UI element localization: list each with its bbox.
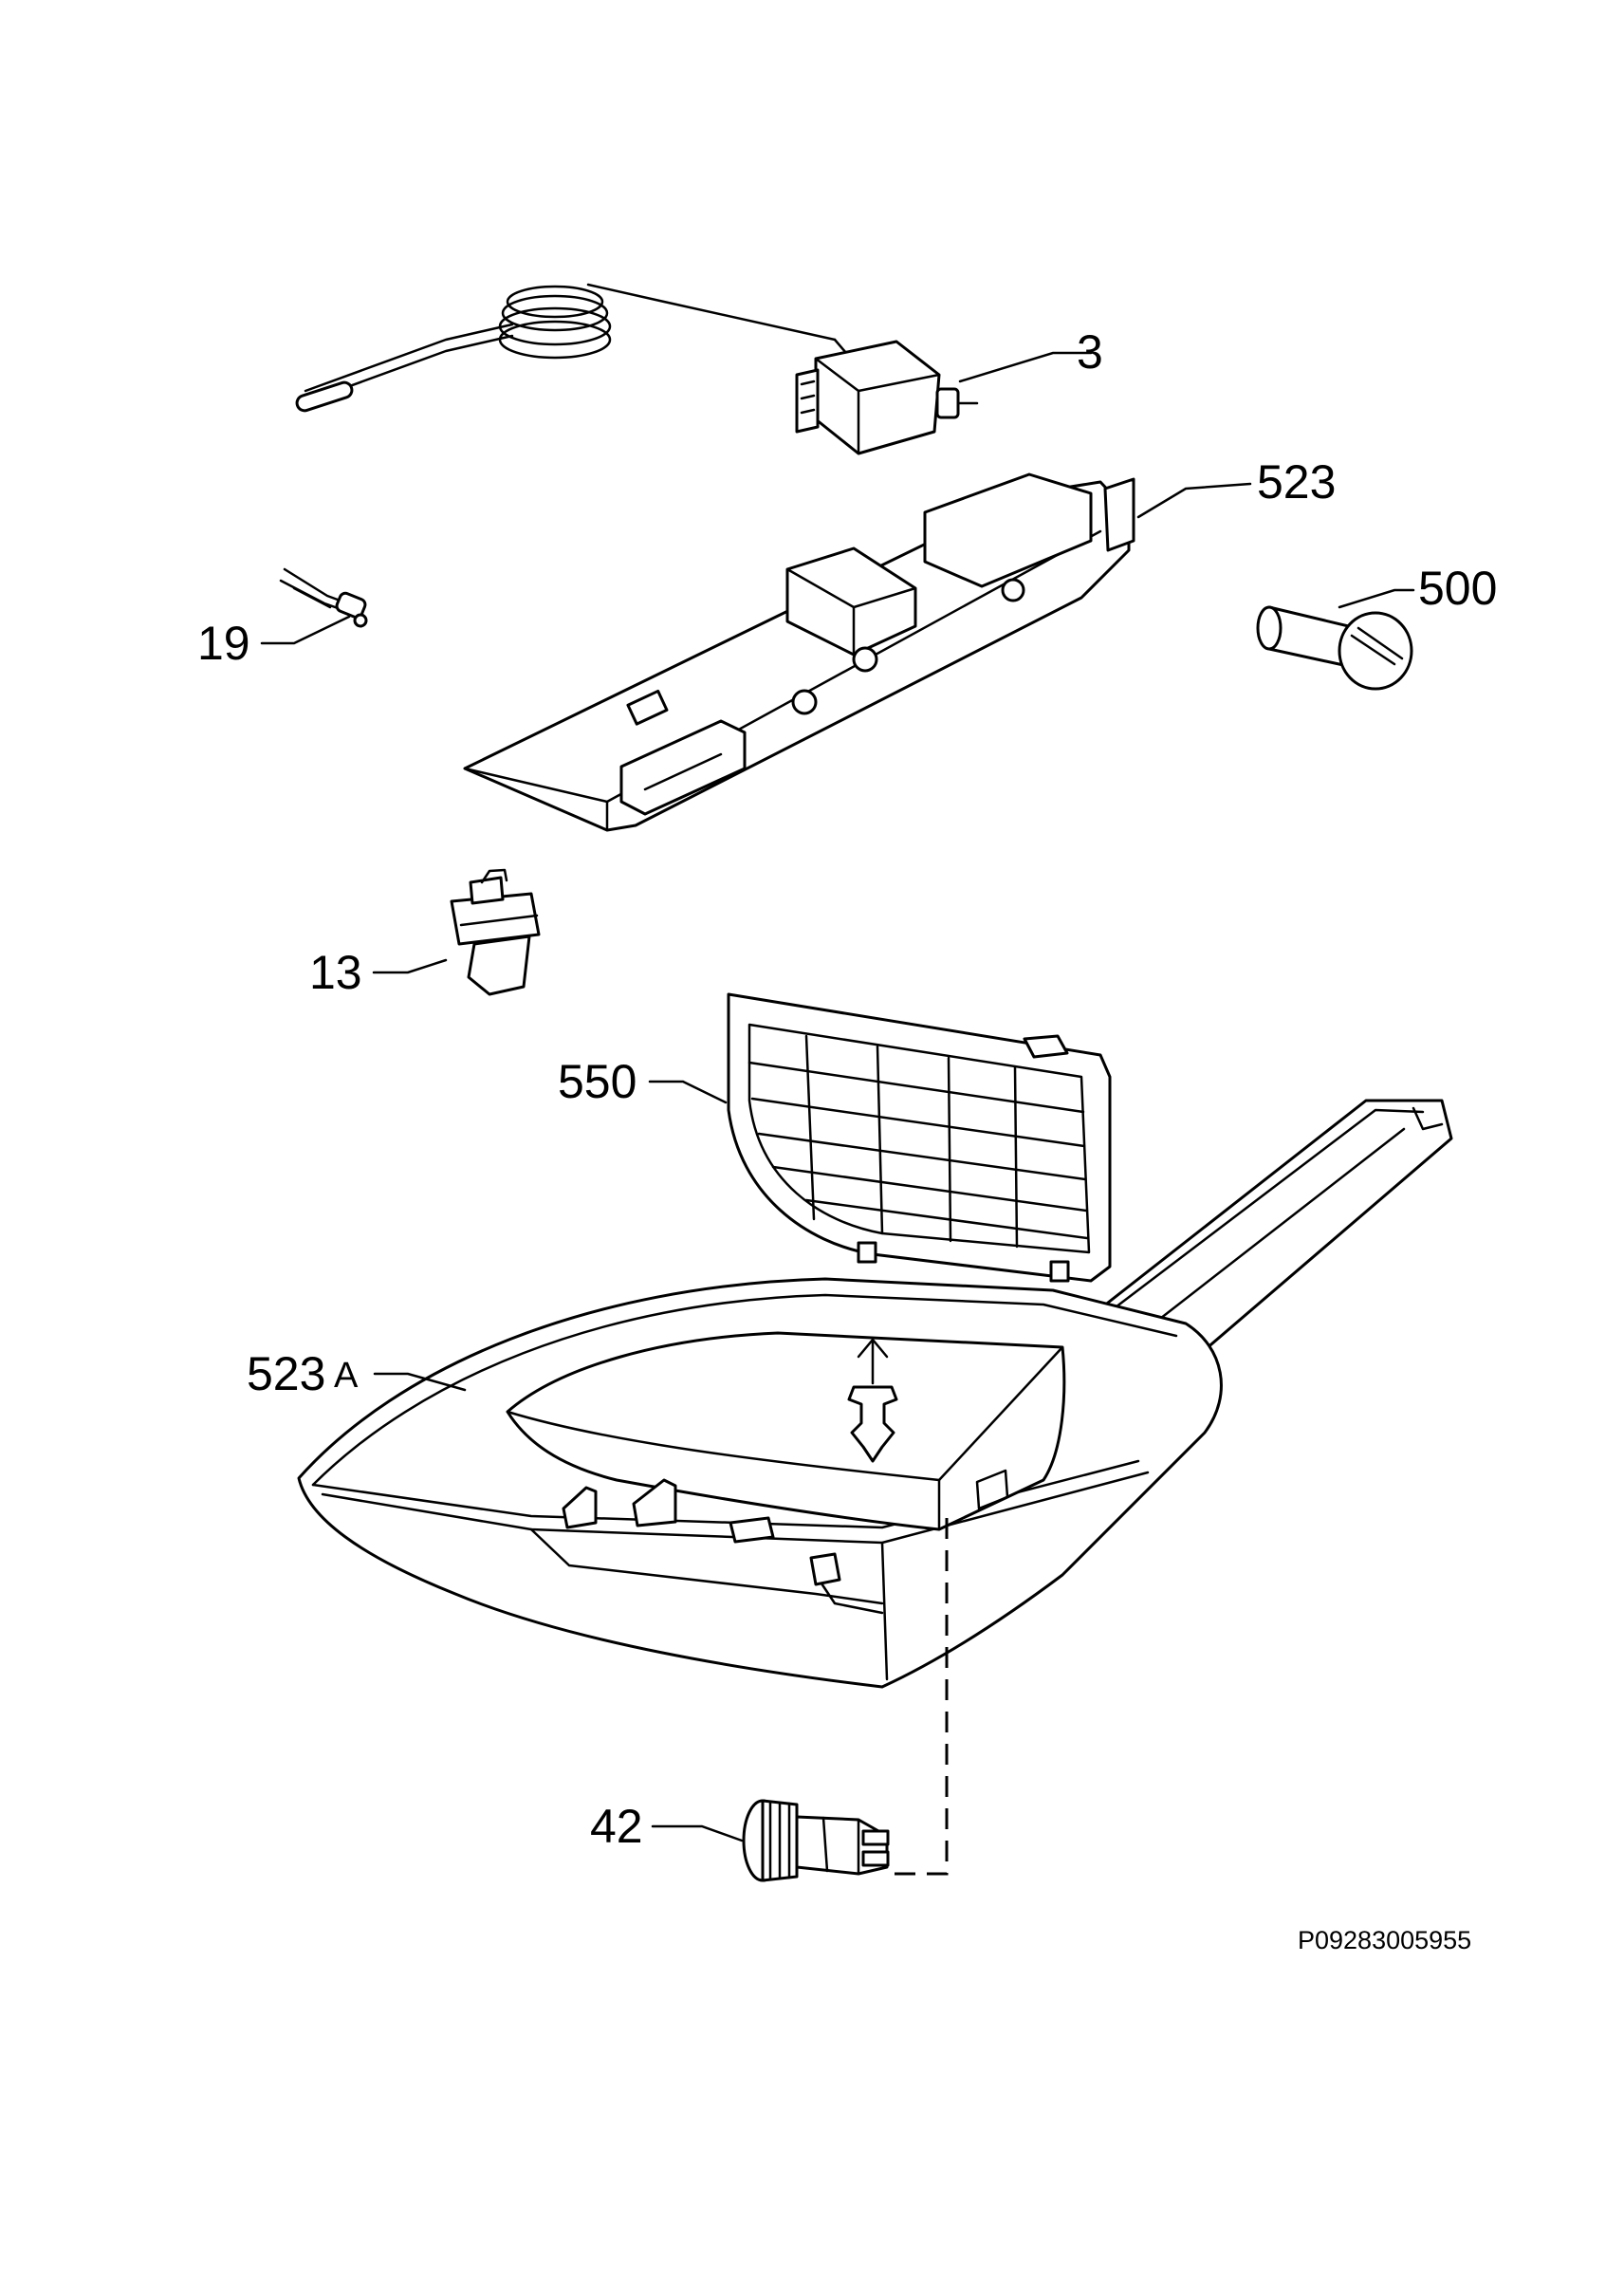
- part-19-sensor: [279, 567, 368, 628]
- leader-13: [372, 958, 448, 974]
- part-13-switch: [450, 868, 541, 996]
- callout-523a-suffix: A: [334, 1356, 359, 1396]
- callout-19: 19: [197, 617, 250, 670]
- leader-550: [648, 1080, 728, 1104]
- part-42-lamp-holder: [742, 1799, 890, 1882]
- callout-42: 42: [590, 1800, 643, 1853]
- part-550-grille: [727, 992, 1112, 1283]
- callout-500: 500: [1418, 562, 1497, 615]
- callout-523a-number: 523: [247, 1347, 325, 1400]
- drawing-code: P09283005955: [1298, 1926, 1471, 1954]
- leader-523: [1136, 482, 1252, 519]
- leader-lines: [260, 351, 1415, 1842]
- part-500-knob: [1256, 605, 1413, 691]
- callout-3: 3: [1077, 325, 1103, 379]
- leader-19: [260, 615, 351, 645]
- assembly-guide-line: [892, 1518, 949, 1876]
- leader-42: [651, 1824, 744, 1842]
- callout-523: 523: [1257, 455, 1336, 509]
- callout-13: 13: [309, 946, 362, 999]
- part-3-thermostat: [295, 283, 979, 455]
- leader-500: [1338, 588, 1415, 609]
- leader-523a: [373, 1372, 467, 1392]
- leader-3: [958, 351, 1093, 383]
- part-523-housing: [463, 472, 1135, 832]
- callout-550: 550: [558, 1055, 637, 1108]
- part-523a-tray: [297, 1099, 1453, 1689]
